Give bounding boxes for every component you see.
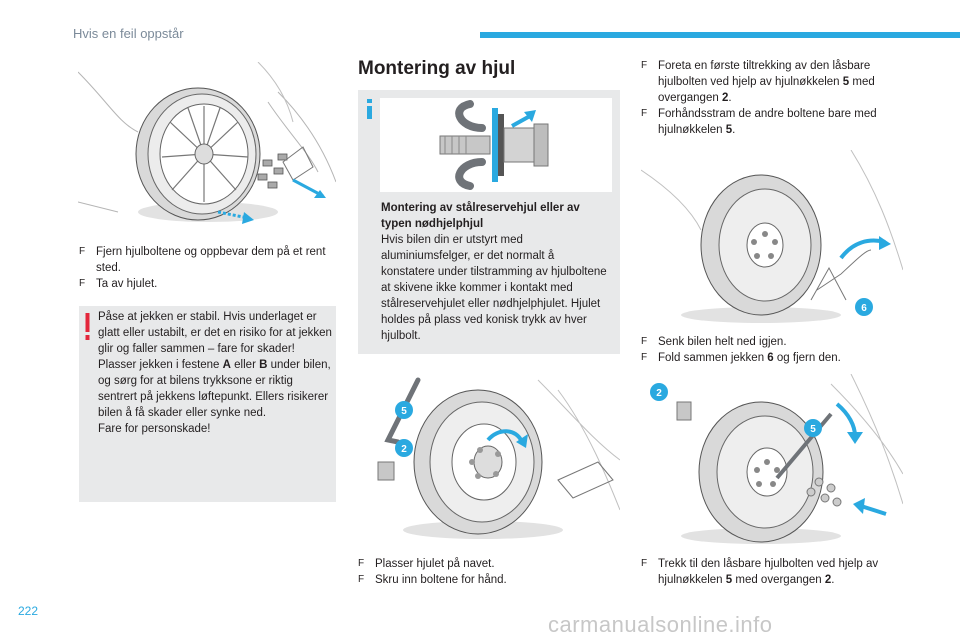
label-a: A	[222, 359, 231, 371]
badge-2	[395, 439, 413, 457]
info-text: Montering av stålreservehjul eller av ty…	[381, 200, 611, 344]
bullet-symbol: F	[358, 558, 365, 569]
bullet-text: Trekk til den låsbare hjulbolten ved hje…	[658, 558, 879, 586]
running-header: Hvis en feil oppstår	[73, 26, 184, 41]
info-title: Montering av stålreservehjul eller av ty…	[381, 202, 580, 230]
bullet-symbol: F	[641, 352, 648, 363]
header-accent-bar	[480, 32, 960, 38]
warning-paragraph-1: Påse at jekken er stabil. Hvis underlage…	[98, 311, 332, 355]
figure-remove-wheel	[78, 62, 336, 224]
info-figure-frame	[380, 98, 612, 192]
badge-2	[650, 383, 668, 401]
right-top-bullet-list: F Foreta en første tiltrekking av den lå…	[641, 58, 903, 138]
warning-text-part: Plasser jekken i festene	[98, 359, 223, 371]
list-item: F Skru inn boltene for hånd.	[358, 572, 620, 588]
warning-text: Påse at jekken er stabil. Hvis underlage…	[98, 309, 332, 437]
right-bottom-bullet-list: F Trekk til den låsbare hjulbolten ved h…	[641, 556, 903, 588]
badge-5	[395, 401, 413, 419]
warning-paragraph-3: Fare for personskade!	[98, 423, 211, 435]
figure-wheel-bolt	[439, 100, 549, 190]
bullet-symbol: F	[641, 558, 648, 569]
bullet-symbol: F	[641, 108, 648, 119]
watermark: carmanualsonline.info	[548, 612, 773, 637]
bullet-symbol: F	[358, 574, 365, 585]
figure-tighten-lock-bolt: 2 5	[650, 374, 903, 544]
bullet-symbol: F	[79, 278, 86, 289]
badge-label: 6	[861, 303, 867, 314]
bullet-symbol: F	[641, 60, 648, 71]
warning-box	[79, 306, 336, 502]
bullet-symbol: F	[641, 336, 648, 347]
list-item: F Fjern hjulboltene og oppbevar dem på e…	[79, 244, 334, 276]
left-bullet-list: F Fjern hjulboltene og oppbevar dem på e…	[79, 244, 334, 292]
warning-text-part: eller	[230, 359, 260, 371]
right-mid-bullet-list: F Senk bilen helt ned igjen. F Fold samm…	[641, 334, 903, 366]
badge-label: 2	[656, 388, 662, 399]
info-icon	[367, 99, 372, 119]
section-title: Montering av hjul	[358, 58, 516, 79]
bullet-text: Foreta en første tiltrekking av den låsb…	[658, 60, 875, 104]
badge-label: 2	[401, 444, 407, 455]
label-b: B	[259, 359, 268, 371]
list-item: F Foreta en første tiltrekking av den lå…	[641, 58, 903, 106]
page-number: 222	[18, 604, 39, 618]
badge-label: 5	[401, 406, 407, 417]
bullet-text: Senk bilen helt ned igjen.	[658, 336, 787, 348]
list-item: F Trekk til den låsbare hjulbolten ved h…	[641, 556, 903, 588]
warning-paragraph-2: Plasser jekken i festene A eller B under…	[98, 357, 332, 421]
bullet-text: Ta av hjulet.	[96, 278, 158, 290]
figure-mount-wheel: 5 2	[377, 377, 620, 539]
badge-label: 5	[810, 424, 816, 435]
bullet-text: Fold sammen jekken 6 og fjern den.	[658, 352, 841, 364]
exclamation-icon	[85, 313, 90, 340]
badge-5	[804, 419, 822, 437]
list-item: F Fold sammen jekken 6 og fjern den.	[641, 350, 903, 366]
bullet-symbol: F	[79, 246, 86, 257]
bullet-text: Forhåndsstram de andre boltene bare med …	[658, 108, 877, 136]
middle-bullet-list: F Plasser hjulet på navet. F Skru inn bo…	[358, 556, 620, 588]
list-item: F Ta av hjulet.	[79, 276, 334, 292]
bullet-text: Skru inn boltene for hånd.	[375, 574, 507, 586]
list-item: F Senk bilen helt ned igjen.	[641, 334, 903, 350]
list-item: F Plasser hjulet på navet.	[358, 556, 620, 572]
figure-lower-car: 6	[641, 150, 903, 323]
badge-6	[855, 298, 873, 316]
info-body: Hvis bilen din er utstyrt med aluminiums…	[381, 234, 607, 342]
bullet-text: Plasser hjulet på navet.	[375, 558, 495, 570]
list-item: F Forhåndsstram de andre boltene bare me…	[641, 106, 903, 138]
warning-text-part: under bilen, og sørg for at bilens trykk…	[98, 359, 331, 419]
bullet-text: Fjern hjulboltene og oppbevar dem på et …	[96, 246, 326, 274]
